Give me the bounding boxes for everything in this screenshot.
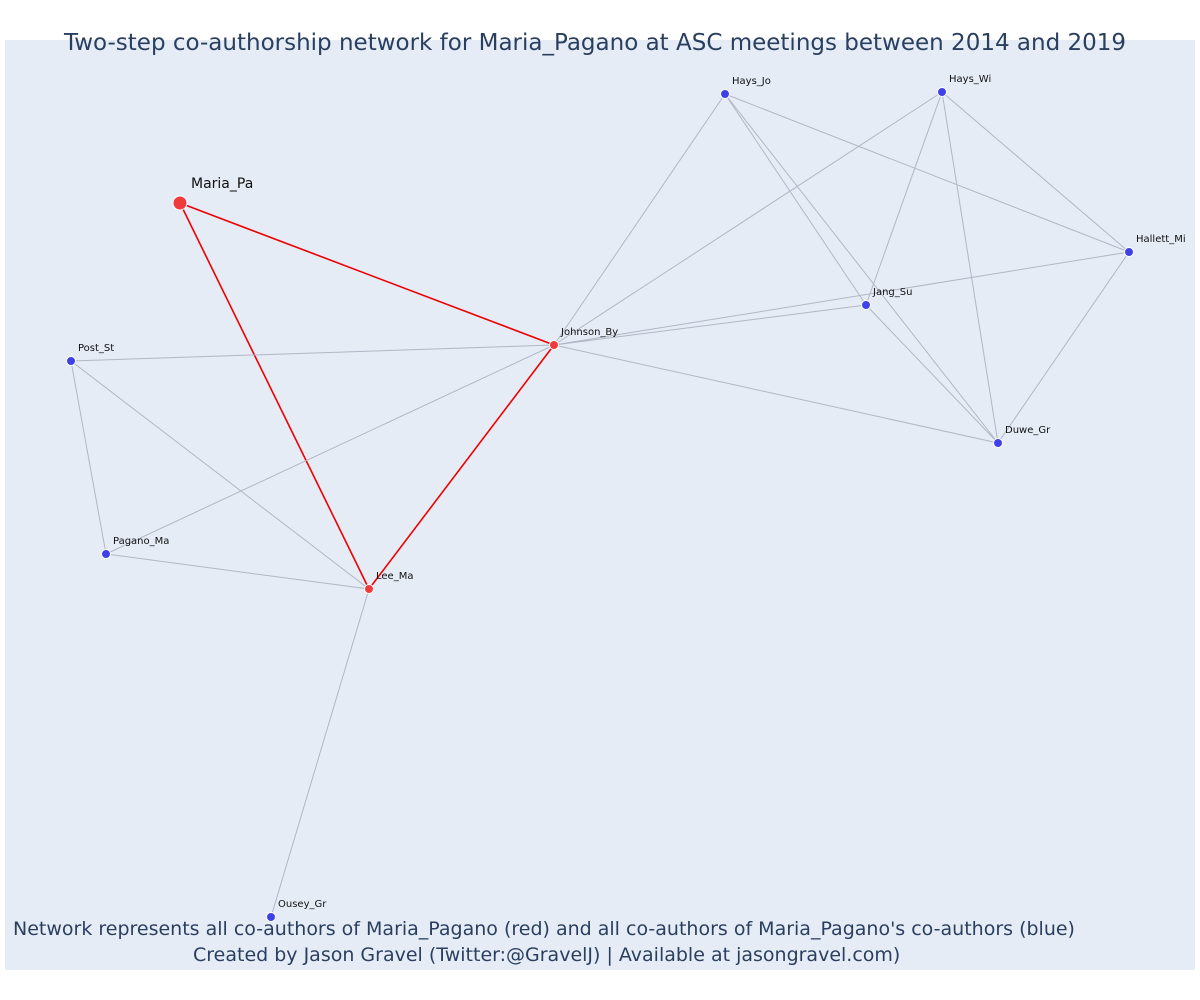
- plot-area: [5, 40, 1195, 970]
- node-label-Duwe_Gr: Duwe_Gr: [1005, 425, 1051, 436]
- node-label-Jang_Su: Jang_Su: [872, 287, 912, 298]
- node-label-Post_St: Post_St: [78, 343, 114, 354]
- edge-Johnson_By-Pagano_Ma: [105, 344, 555, 555]
- node-label-Ousey_Gr: Ousey_Gr: [278, 899, 327, 910]
- edge-Maria_Pa-Lee_Ma: [179, 202, 370, 590]
- edge-Hays_Wi-Duwe_Gr: [941, 91, 999, 444]
- node-label-Lee_Ma: Lee_Ma: [376, 571, 413, 582]
- edge-Lee_Ma-Pagano_Ma: [105, 553, 370, 590]
- node-Duwe_Gr[interactable]: [993, 438, 1003, 448]
- edge-Maria_Pa-Johnson_By: [179, 202, 555, 346]
- node-Ousey_Gr[interactable]: [266, 912, 276, 922]
- caption-line-1: Network represents all co-authors of Mar…: [13, 918, 1075, 940]
- edge-Jang_Su-Duwe_Gr: [865, 304, 999, 444]
- caption-line-2: Created by Jason Gravel (Twitter:@Gravel…: [193, 944, 901, 966]
- edge-Lee_Ma-Post_St: [70, 360, 370, 590]
- node-label-Pagano_Ma: Pagano_Ma: [113, 536, 169, 547]
- node-Hays_Wi[interactable]: [937, 87, 947, 97]
- edge-Hays_Wi-Jang_Su: [865, 91, 943, 306]
- node-label-Hays_Jo: Hays_Jo: [732, 76, 771, 87]
- node-Jang_Su[interactable]: [861, 300, 871, 310]
- edge-Johnson_By-Jang_Su: [553, 304, 867, 346]
- node-label-Hays_Wi: Hays_Wi: [949, 74, 991, 85]
- edge-Hays_Jo-Hallett_Mi: [724, 93, 1130, 253]
- node-label-Johnson_By: Johnson_By: [560, 327, 618, 338]
- edge-Johnson_By-Post_St: [70, 344, 555, 362]
- node-Hays_Jo[interactable]: [720, 89, 730, 99]
- node-Maria_Pa[interactable]: [172, 195, 188, 211]
- edge-Post_St-Pagano_Ma: [70, 360, 107, 555]
- edge-Johnson_By-Hallett_Mi: [553, 251, 1130, 346]
- edge-Hays_Jo-Duwe_Gr: [724, 93, 999, 444]
- edge-Lee_Ma-Ousey_Gr: [270, 588, 370, 918]
- node-Pagano_Ma[interactable]: [101, 549, 111, 559]
- node-label-Hallett_Mi: Hallett_Mi: [1136, 234, 1186, 245]
- node-label-Maria_Pa: Maria_Pa: [191, 176, 253, 192]
- chart-title: Two-step co-authorship network for Maria…: [63, 30, 1127, 56]
- node-Hallett_Mi[interactable]: [1124, 247, 1134, 257]
- edge-Johnson_By-Hays_Jo: [553, 93, 726, 346]
- node-Post_St[interactable]: [66, 356, 76, 366]
- edge-Johnson_By-Hays_Wi: [553, 91, 943, 346]
- edge-Hays_Wi-Hallett_Mi: [941, 91, 1130, 253]
- edge-layer: [70, 91, 1130, 918]
- edge-Hallett_Mi-Duwe_Gr: [997, 251, 1130, 444]
- edge-Hays_Jo-Jang_Su: [724, 93, 867, 306]
- edge-Johnson_By-Lee_Ma: [368, 344, 555, 590]
- node-Lee_Ma[interactable]: [364, 584, 374, 594]
- node-Johnson_By[interactable]: [549, 340, 559, 350]
- edge-Johnson_By-Duwe_Gr: [553, 344, 999, 444]
